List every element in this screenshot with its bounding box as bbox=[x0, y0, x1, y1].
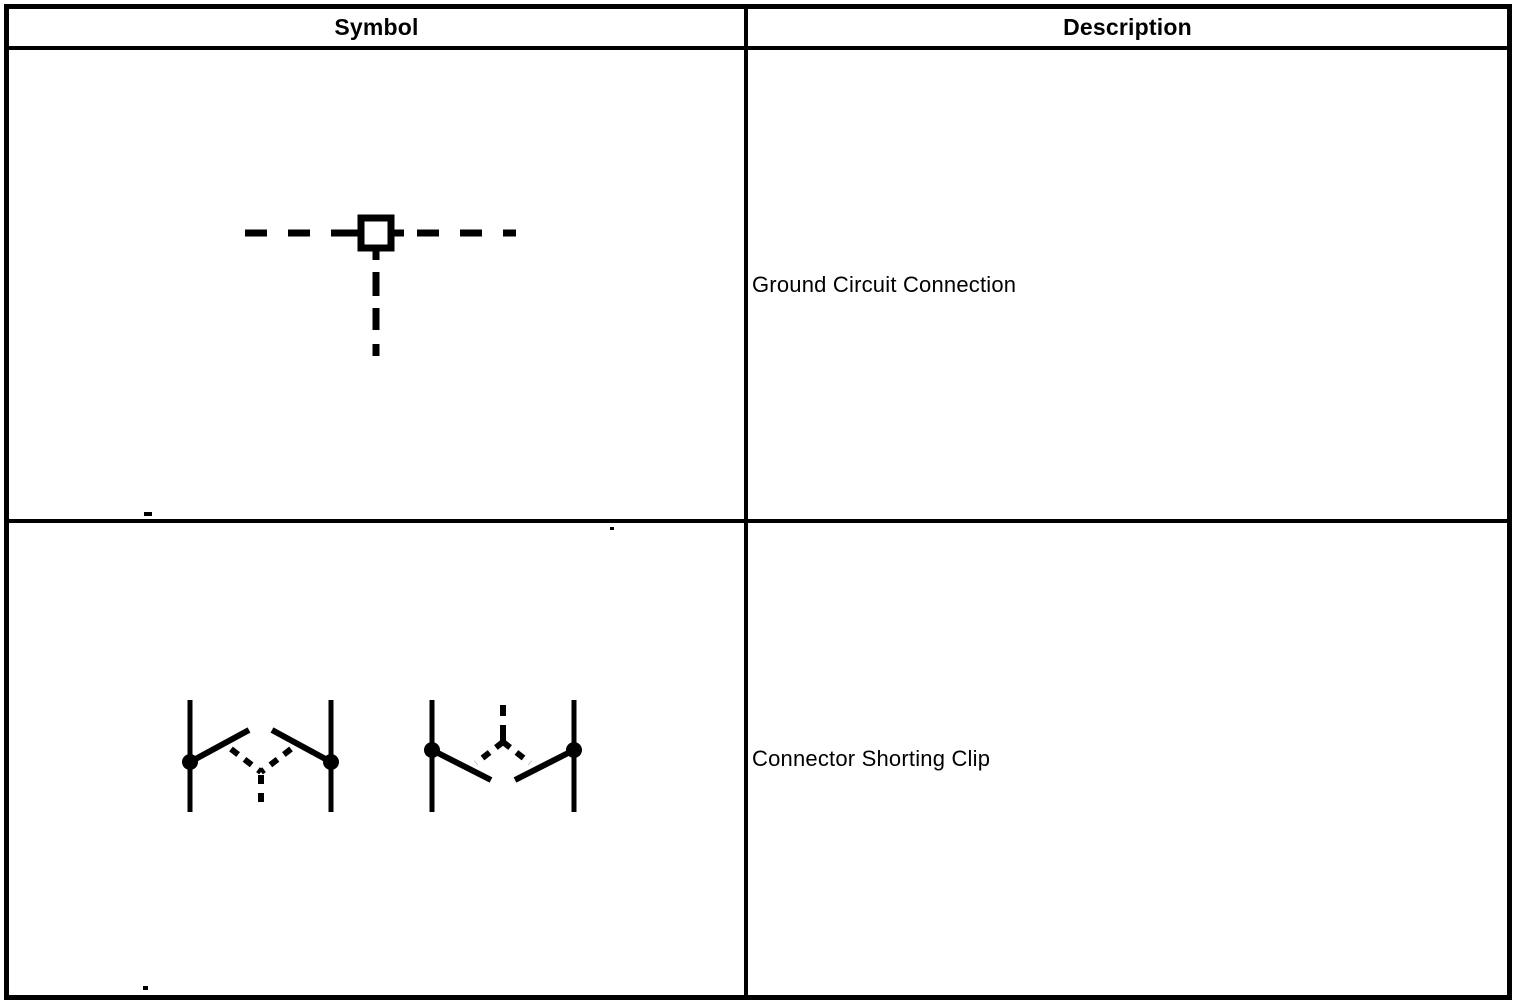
shorting-clip-down-variant bbox=[424, 700, 582, 812]
table-row-ground-circuit-connection: Ground Circuit Connection bbox=[9, 50, 1507, 523]
scan-artifact-dot bbox=[610, 527, 614, 530]
description-cell-ground-circuit: Ground Circuit Connection bbox=[748, 50, 1507, 523]
description-column-header-cell: Description bbox=[748, 9, 1507, 50]
description-cell-shorting-clip: Connector Shorting Clip bbox=[748, 523, 1507, 995]
table-header-row: Symbol Description bbox=[9, 9, 1507, 50]
shorting-clip-up-variant bbox=[182, 700, 339, 812]
symbol-column-header-cell: Symbol bbox=[9, 9, 748, 50]
connector-shorting-clip-icon bbox=[182, 700, 582, 812]
description-column-header: Description bbox=[1063, 14, 1192, 40]
scan-artifact-dot bbox=[144, 512, 152, 516]
ground-circuit-connection-icon bbox=[245, 214, 516, 357]
symbol-cell-shorting-clip bbox=[9, 523, 748, 995]
table-row-connector-shorting-clip: Connector Shorting Clip bbox=[9, 523, 1507, 995]
symbol-cell-ground-circuit bbox=[9, 50, 748, 523]
scan-artifact-dot bbox=[143, 986, 148, 990]
symbol-column-header: Symbol bbox=[334, 14, 419, 40]
description-text: Connector Shorting Clip bbox=[752, 746, 991, 771]
symbols-table: Symbol Description bbox=[4, 4, 1512, 1000]
description-text: Ground Circuit Connection bbox=[752, 271, 1017, 297]
